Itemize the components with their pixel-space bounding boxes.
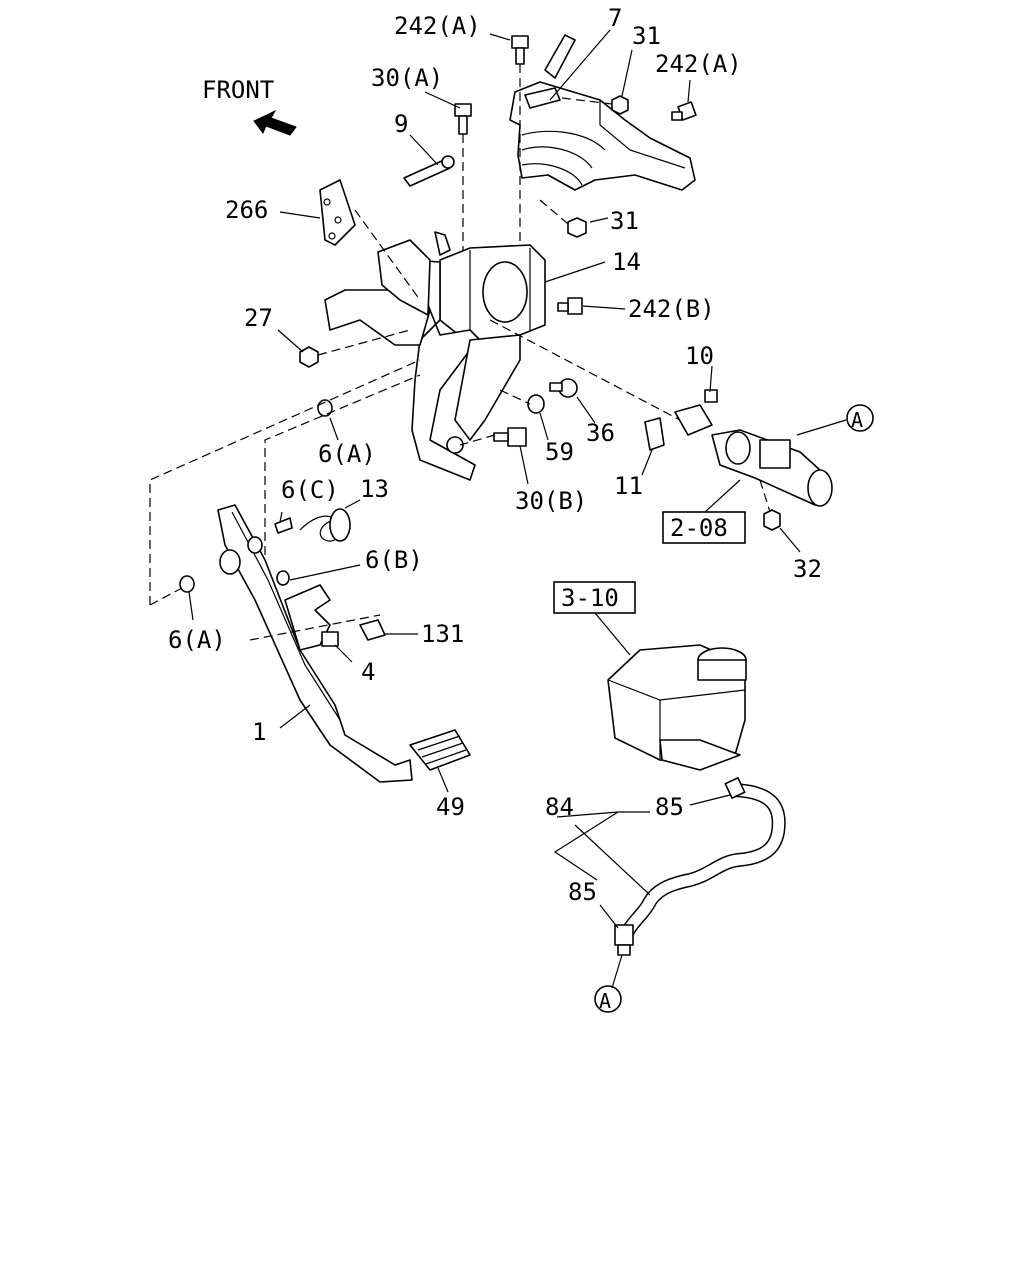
nut-31-top-icon [611, 95, 629, 115]
washer-59-icon [527, 394, 545, 414]
label-6a-lower: 6(A) [168, 626, 226, 654]
pin-9-icon [403, 155, 455, 187]
label-242a-right: 242(A) [655, 50, 742, 78]
label-32: 32 [793, 555, 822, 583]
label-11: 11 [614, 472, 643, 500]
ref-box-3-10 [553, 581, 636, 614]
nut-32-icon [763, 509, 781, 531]
label-242a-top: 242(A) [394, 12, 481, 40]
front-label: FRONT [202, 76, 274, 104]
label-6b: 6(B) [365, 546, 423, 574]
lead-ref-2-08 [704, 479, 741, 513]
stopper-131-icon [359, 619, 386, 641]
label-10: 10 [685, 342, 714, 370]
dash-guide-266 [354, 209, 421, 301]
bolt-30b-icon [493, 427, 527, 447]
ref-label-3-10: 3-10 [561, 584, 619, 612]
label-4: 4 [361, 658, 375, 686]
dash-guide-59 [499, 389, 531, 405]
lead-a-bottom [611, 954, 623, 989]
bushing-6a-lower-icon [179, 575, 195, 593]
spring-part-13 [299, 508, 351, 542]
bolt-30a-icon [454, 103, 472, 135]
label-7: 7 [608, 4, 622, 32]
connector-a-bottom-label: A [599, 989, 611, 1013]
label-31-top: 31 [632, 22, 661, 50]
dash-guide-32 [759, 479, 771, 513]
connector-a-right-circle [846, 404, 874, 432]
pedal-arm-part-1 [217, 504, 413, 783]
dash-guide-pivot-left-end [149, 587, 183, 606]
bracket-part-266 [319, 179, 356, 246]
nut-27-icon [299, 346, 319, 368]
ref-box-2-08 [662, 511, 746, 544]
label-1: 1 [252, 718, 266, 746]
switch-10-icon [674, 389, 718, 436]
dash-guide-27 [317, 329, 411, 356]
lead-ref-3-10 [594, 612, 631, 656]
label-6a-upper: 6(A) [318, 440, 376, 468]
pedal-pad-part-49 [409, 729, 471, 771]
master-cylinder-part [711, 429, 833, 507]
clip-6c-icon [274, 517, 293, 534]
bushing-6b-icon [276, 570, 290, 586]
dash-guide-131 [249, 614, 381, 641]
lead-a-right [796, 419, 847, 436]
connector-a-bottom-circle [594, 985, 622, 1013]
clamp-85-lower-icon [614, 924, 634, 956]
label-9: 9 [394, 110, 408, 138]
clip-11-icon [644, 417, 665, 451]
dash-guide-31-top [561, 97, 613, 105]
label-266: 266 [225, 196, 268, 224]
hose-part-84 [618, 783, 786, 942]
leader-lines [188, 29, 801, 929]
label-30b: 30(B) [515, 487, 587, 515]
dash-guide-30b [459, 434, 496, 446]
clamp-85-upper-icon [724, 776, 746, 800]
label-59: 59 [545, 438, 574, 466]
label-13: 13 [360, 475, 389, 503]
dash-guide-pushrod [489, 319, 681, 421]
front-arrow-icon [253, 109, 297, 136]
connector-a-right-label: A [851, 408, 863, 432]
reservoir-part [607, 644, 747, 771]
label-85-upper: 85 [655, 793, 684, 821]
bracket-part-4 [284, 584, 339, 651]
label-31-mid: 31 [610, 207, 639, 235]
label-131: 131 [421, 620, 464, 648]
label-49: 49 [436, 793, 465, 821]
nut-31-mid-icon [567, 217, 587, 238]
label-30a: 30(A) [371, 64, 443, 92]
ref-label-2-08: 2-08 [670, 514, 728, 542]
label-14: 14 [612, 248, 641, 276]
bolt-242a-right-icon [671, 101, 697, 121]
bolt-242b-icon [557, 297, 583, 315]
label-27: 27 [244, 304, 273, 332]
dash-guide-pivot-right [264, 374, 421, 555]
label-6c: 6(C) [281, 476, 339, 504]
bolt-242a-top-icon [511, 35, 529, 65]
label-85-lower: 85 [568, 878, 597, 906]
dash-guide-31-mid [539, 199, 569, 225]
label-242b: 242(B) [628, 295, 715, 323]
label-36: 36 [586, 419, 615, 447]
label-84: 84 [545, 793, 574, 821]
bolt-36-icon [549, 378, 578, 398]
upper-bracket-part-7 [509, 34, 696, 191]
